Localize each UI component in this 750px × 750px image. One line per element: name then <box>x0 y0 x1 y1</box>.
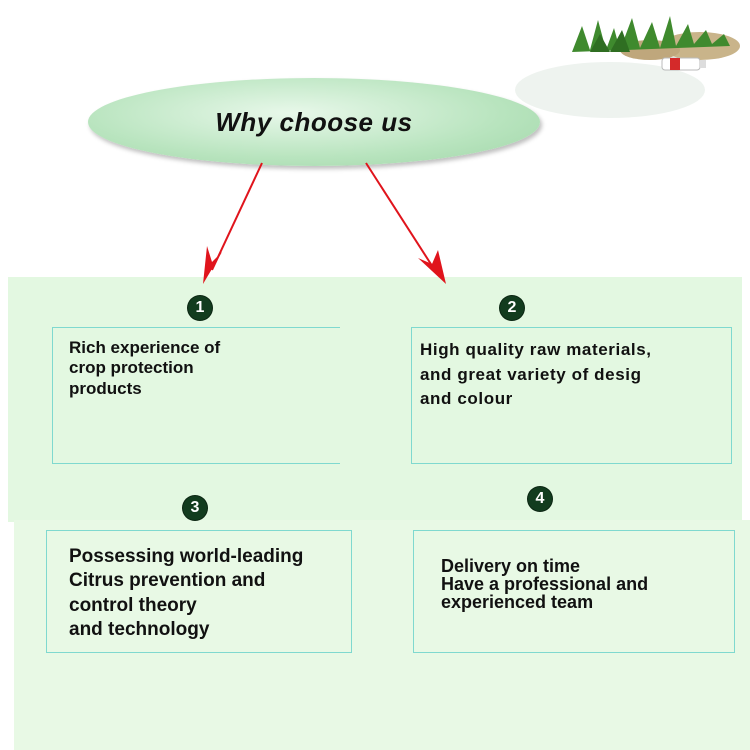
bottom-panel <box>14 520 750 750</box>
reason-card-2: High quality raw materials, and great va… <box>411 327 732 464</box>
number-badge-2: 2 <box>500 296 524 320</box>
reason-text-4: Delivery on time Have a professional and… <box>441 556 649 612</box>
product-bottle-icon <box>661 57 706 71</box>
diagram-title: Why choose us <box>215 106 413 137</box>
reason-card-4: Delivery on time Have a professional and… <box>413 530 735 653</box>
number-badge-4: 4 <box>528 487 552 511</box>
arrows <box>203 162 446 284</box>
down-arrow-icon <box>203 162 263 284</box>
reason-text-3: Possessing world-leading Citrus preventi… <box>69 546 304 640</box>
reason-text-1: Rich experience of crop protection produ… <box>69 338 221 398</box>
title-bubble: Why choose us <box>88 78 540 166</box>
reason-card-1: Rich experience of crop protection produ… <box>52 327 340 464</box>
reason-text-2: High quality raw materials, and great va… <box>420 340 652 409</box>
down-arrow-icon <box>365 162 446 284</box>
number-badge-3: 3 <box>183 496 207 520</box>
grass-and-rocks-decoration-icon <box>515 16 740 118</box>
number-badge-1: 1 <box>188 296 212 320</box>
top-panel <box>8 277 742 522</box>
reason-card-3: Possessing world-leading Citrus preventi… <box>46 530 352 653</box>
